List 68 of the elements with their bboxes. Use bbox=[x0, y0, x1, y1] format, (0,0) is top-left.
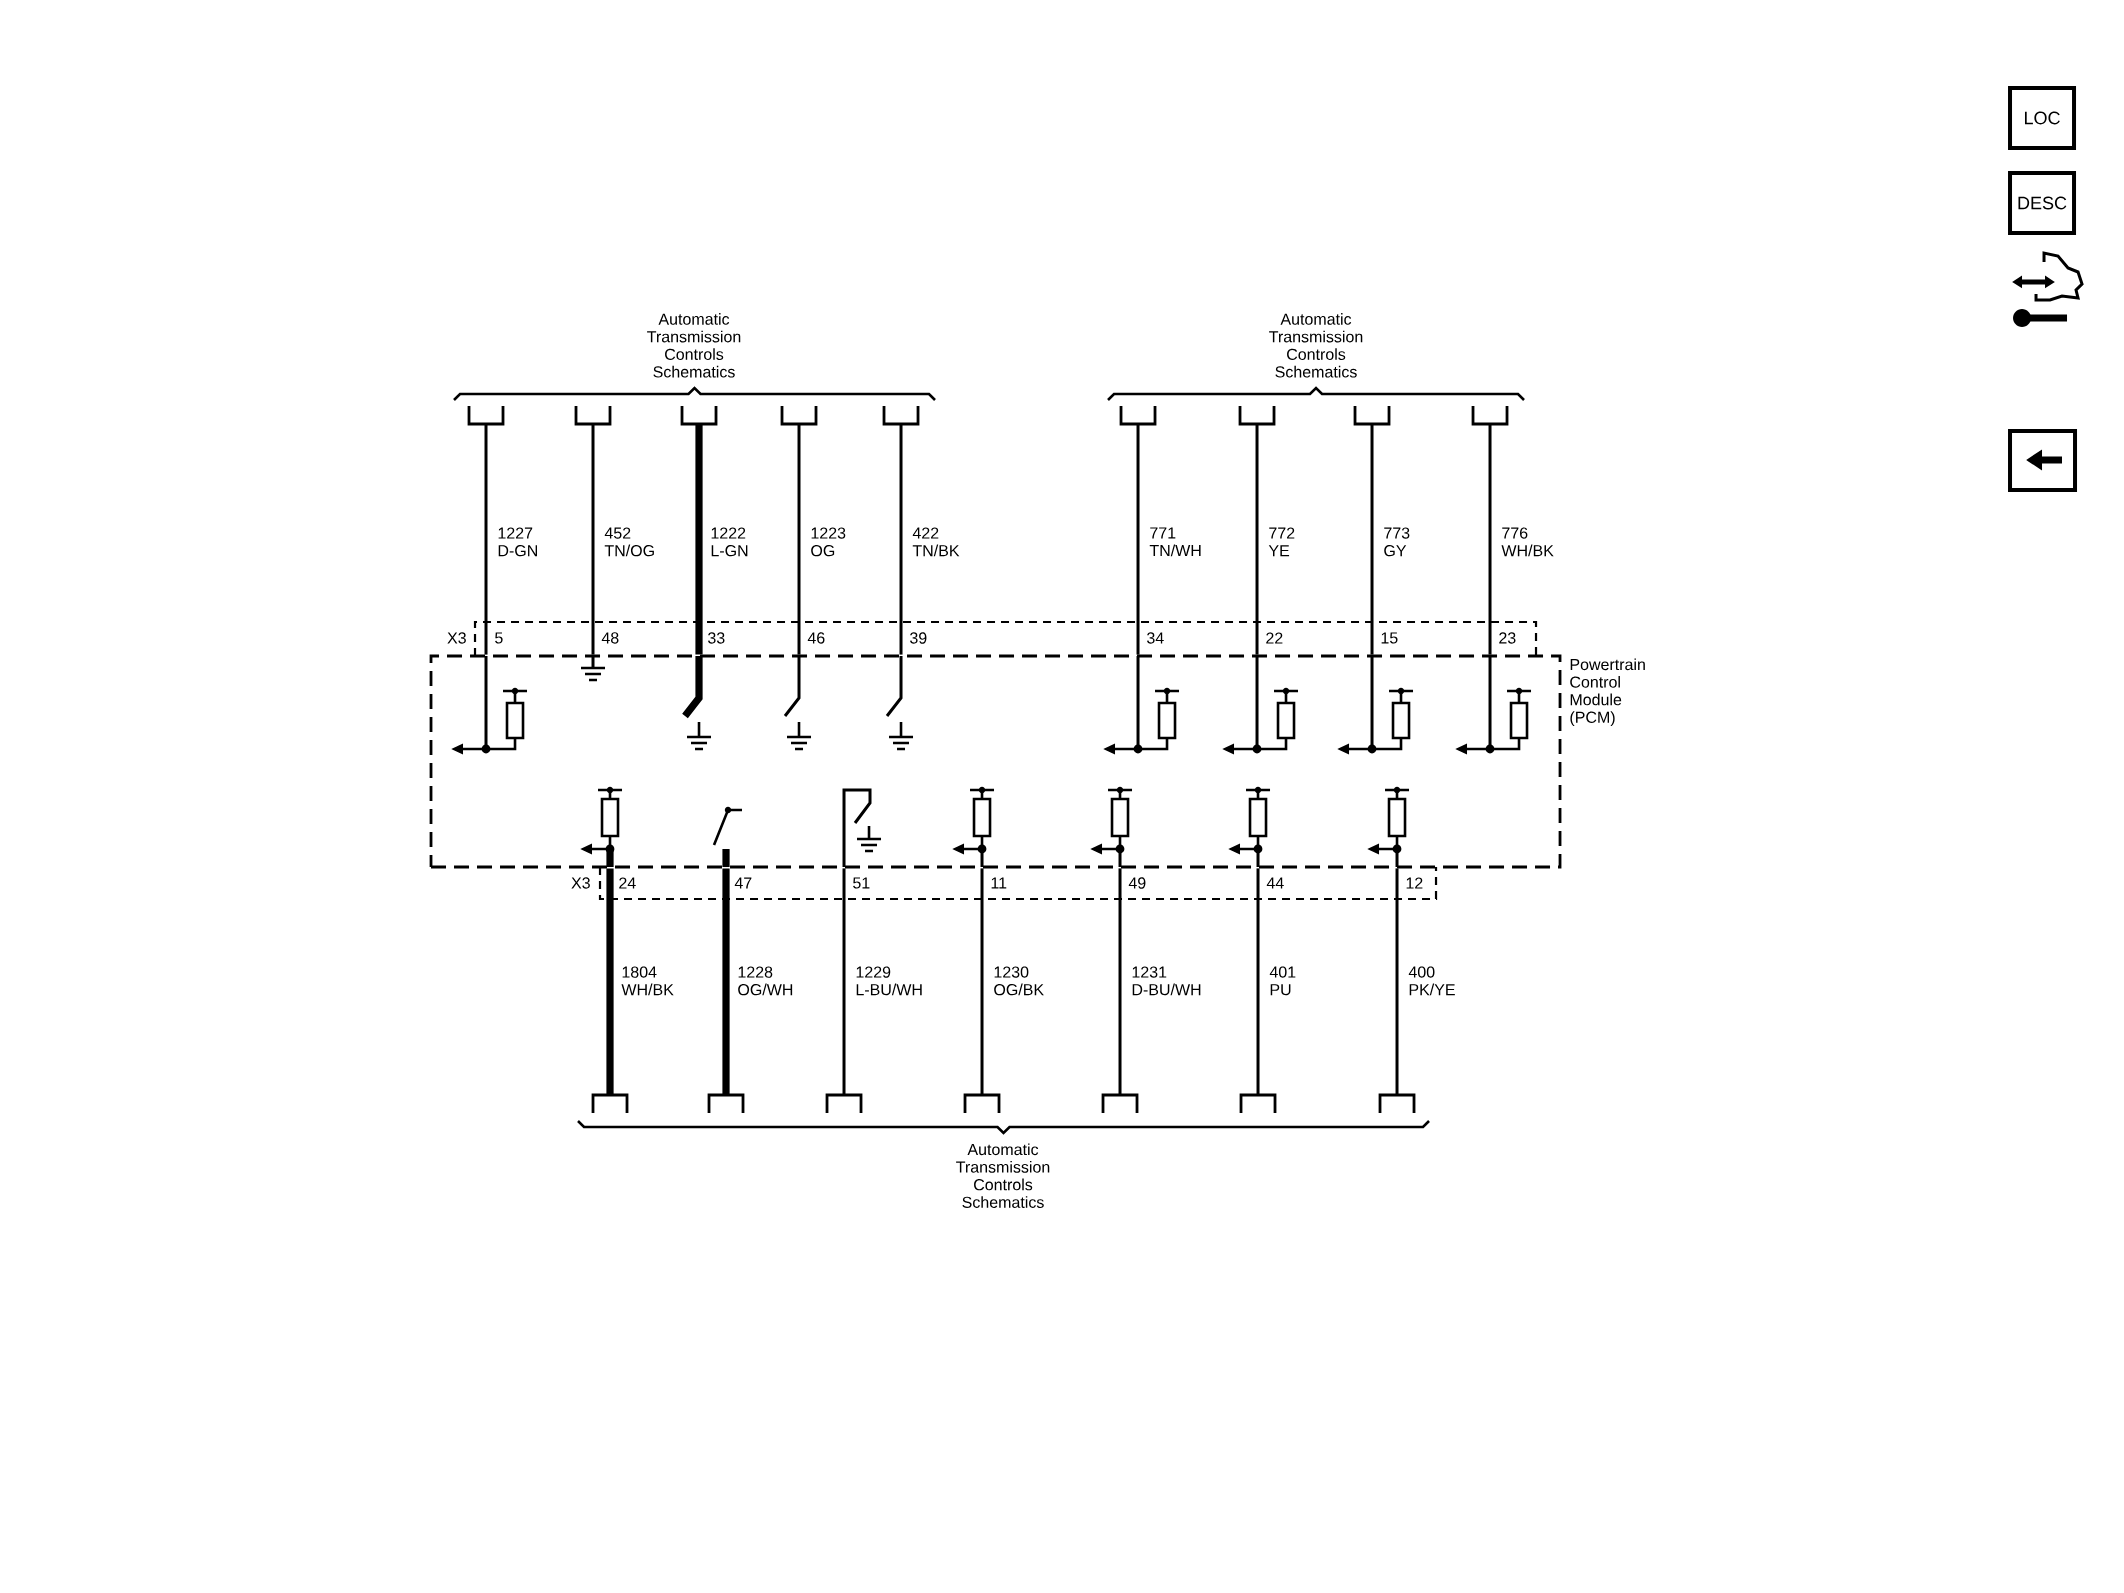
menu-button: LOC bbox=[2008, 86, 2077, 150]
wire-label: 400 PK/YE bbox=[1408, 966, 1455, 996]
wire bbox=[980, 868, 984, 1095]
terminal bbox=[1239, 1093, 1277, 1113]
pin-number: 12 bbox=[1406, 877, 1423, 889]
wire-label: 1223 OG bbox=[811, 527, 846, 557]
wire bbox=[899, 424, 903, 655]
wire bbox=[1255, 424, 1259, 655]
terminal bbox=[1238, 406, 1276, 426]
terminal bbox=[825, 1093, 863, 1113]
wire-label: 1230 OG/BK bbox=[994, 966, 1044, 996]
menu-button: DESC bbox=[2008, 171, 2077, 235]
terminal bbox=[1471, 406, 1509, 426]
wire-label: 1229 L-BU/WH bbox=[856, 966, 922, 996]
wire bbox=[1256, 868, 1260, 1095]
module-outline: Powertrain Control Module (PCM) bbox=[429, 654, 1645, 869]
wire-label: 1228 OG/WH bbox=[738, 966, 793, 996]
terminal bbox=[780, 406, 818, 426]
wire-label: 773 GY bbox=[1384, 527, 1410, 557]
wire bbox=[1136, 424, 1140, 655]
terminal bbox=[467, 406, 505, 426]
destination-label: Automatic Transmission Controls Schematics bbox=[956, 1143, 1050, 1208]
destination-label: Automatic Transmission Controls Schematics bbox=[647, 313, 741, 378]
terminal bbox=[1101, 1093, 1139, 1113]
wire bbox=[484, 424, 488, 655]
wire bbox=[1395, 868, 1399, 1095]
node-label: Powertrain Control Module (PCM) bbox=[1570, 658, 1645, 727]
pin-number: 34 bbox=[1147, 632, 1164, 644]
pin-number: 51 bbox=[853, 877, 870, 889]
terminal bbox=[1378, 1093, 1416, 1113]
wire-label: 422 TN/BK bbox=[912, 527, 960, 557]
wire-label: 1804 WH/BK bbox=[621, 966, 674, 996]
wire bbox=[1118, 868, 1122, 1095]
wire bbox=[1370, 424, 1374, 655]
wire-label: 771 TN/WH bbox=[1149, 527, 1201, 557]
wire-label: 772 YE bbox=[1268, 527, 1295, 557]
pin-number: 22 bbox=[1266, 632, 1283, 644]
terminal bbox=[963, 1093, 1001, 1113]
destination-label: Automatic Transmission Controls Schematics bbox=[1269, 313, 1363, 378]
wire-label: 1227 D-GN bbox=[498, 527, 537, 557]
wire-label: 1231 D-BU/WH bbox=[1132, 966, 1201, 996]
pin-number: 24 bbox=[619, 877, 636, 889]
pin-number: 48 bbox=[601, 632, 619, 644]
terminal bbox=[680, 406, 718, 426]
pin-number: 15 bbox=[1381, 632, 1398, 644]
wire-label: 452 TN/OG bbox=[604, 527, 654, 557]
pin-number: 23 bbox=[1499, 632, 1516, 644]
pin-number: 47 bbox=[734, 877, 752, 889]
pin-number: 11 bbox=[991, 877, 1007, 889]
terminal bbox=[1353, 406, 1391, 426]
pin-number: 39 bbox=[910, 632, 927, 644]
wire-label: 401 PU bbox=[1269, 966, 1296, 996]
wire bbox=[1488, 424, 1492, 655]
terminal bbox=[574, 406, 612, 426]
wire bbox=[842, 868, 846, 1095]
wire bbox=[797, 424, 801, 655]
terminal bbox=[1119, 406, 1157, 426]
wire bbox=[591, 424, 595, 655]
wire-label: 1222 L-GN bbox=[711, 527, 748, 557]
pin-number: 44 bbox=[1266, 877, 1284, 889]
terminal bbox=[707, 1093, 745, 1113]
pin-number: 33 bbox=[708, 632, 725, 644]
pin-number: 5 bbox=[495, 632, 503, 644]
terminal bbox=[591, 1093, 629, 1113]
pin-number: 46 bbox=[807, 632, 825, 644]
wire-label: 776 WH/BK bbox=[1501, 527, 1554, 557]
terminal bbox=[882, 406, 920, 426]
pin-number: 49 bbox=[1128, 877, 1146, 889]
